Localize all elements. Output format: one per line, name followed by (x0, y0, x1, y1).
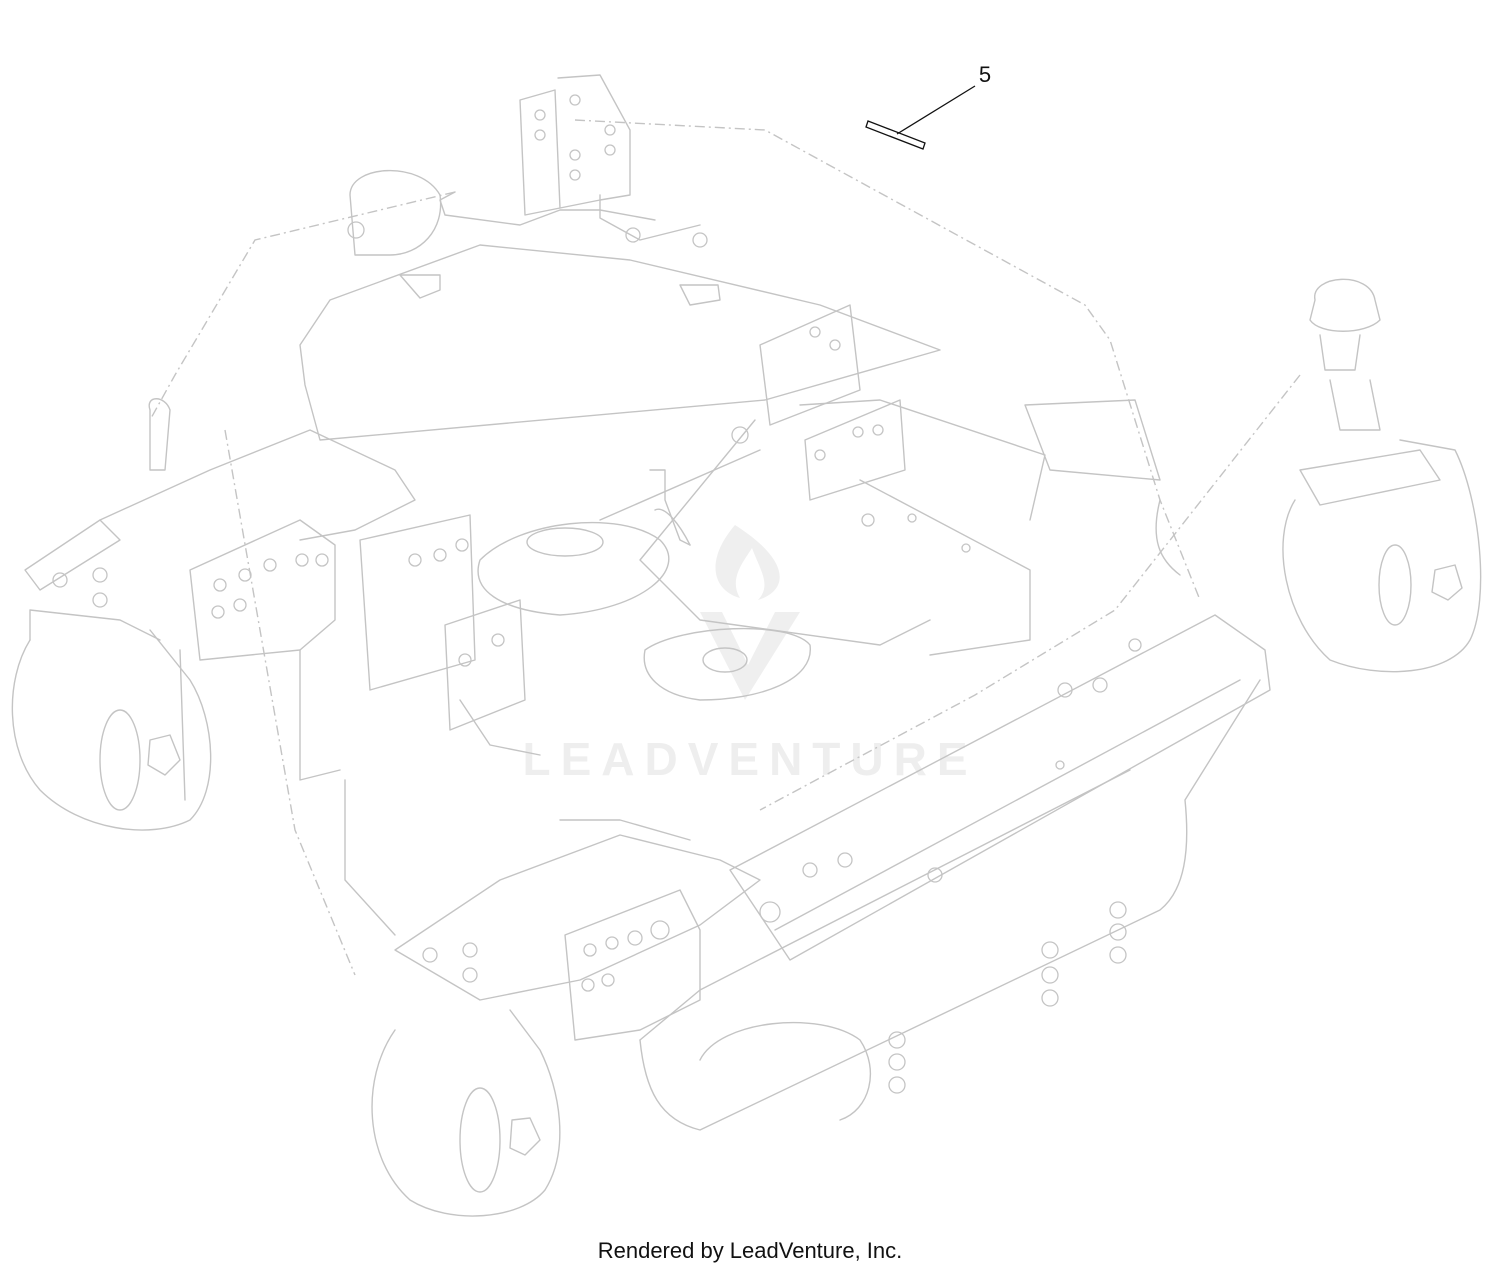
right-caster (1282, 278, 1482, 673)
render-credit: Rendered by LeadVenture, Inc. (597, 1238, 903, 1263)
leadventure-watermark: LEADVENTURE (522, 525, 977, 785)
pulley-assembly (477, 449, 811, 701)
callout-label-5: 5 (979, 62, 991, 87)
rear-brackets (347, 74, 906, 501)
center-arm-plates (299, 514, 541, 936)
front-bumper (639, 614, 1271, 1131)
left-caster-wheel (11, 609, 212, 831)
deck-shell (149, 119, 1301, 976)
front-caster-arm (394, 819, 761, 1041)
decal-part-5: 5 (865, 62, 991, 150)
callout-leader-line (896, 85, 976, 135)
front-caster-wheel (371, 1009, 561, 1217)
left-caster-arm (24, 398, 416, 661)
watermark-text: LEADVENTURE (522, 733, 977, 785)
